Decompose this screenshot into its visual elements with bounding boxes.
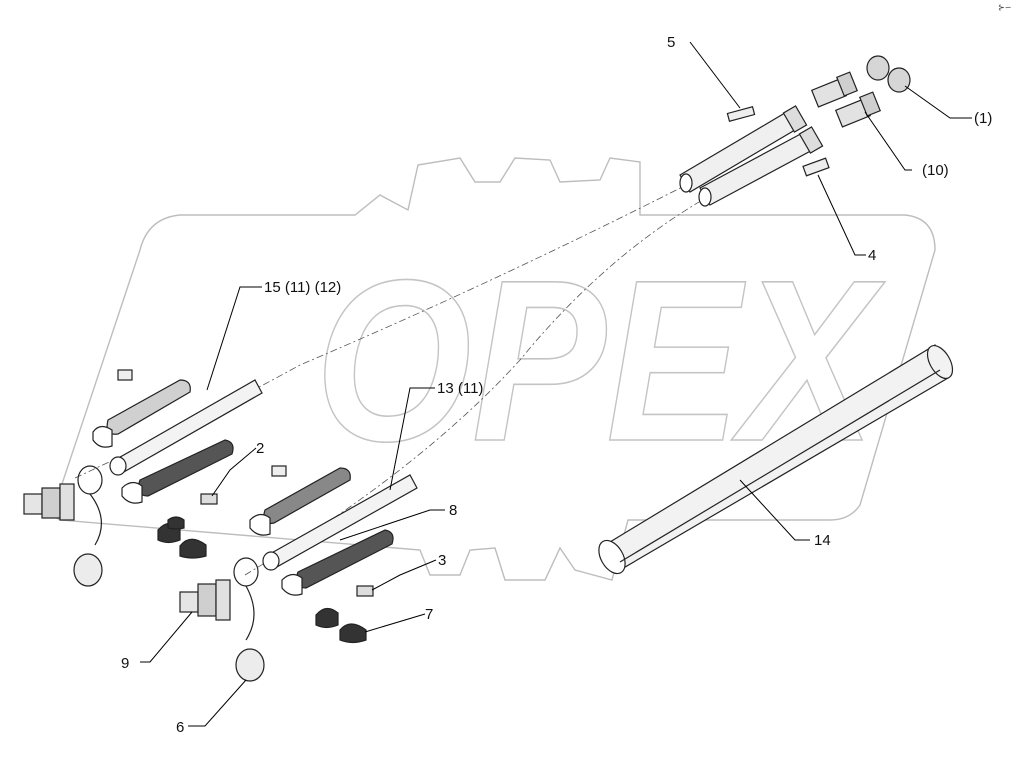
spiral-guard-middle-lower [281, 529, 394, 596]
spiral-guard-upper [92, 369, 191, 448]
callout-4: 4 [868, 247, 876, 264]
callout-8: 8 [449, 502, 457, 519]
callout-14: 14 [814, 532, 831, 549]
callout-7: 7 [425, 606, 433, 623]
hose-a-end [679, 173, 693, 193]
leader-15 [206, 286, 262, 391]
clip-2 [200, 493, 218, 505]
clamp-set-middle [315, 607, 367, 644]
assembly-path-upper [74, 177, 701, 479]
nut-1-b [887, 67, 911, 93]
protective-tube-14 [598, 344, 954, 575]
callout-9: 9 [121, 655, 129, 672]
assembly-paths [74, 177, 721, 576]
spiral-guard-middle-upper [249, 465, 351, 536]
callout-3: 3 [438, 552, 446, 569]
adapter-10-b [834, 91, 882, 128]
corner-mark: ⊱∽ [998, 3, 1011, 12]
leader-8 [339, 509, 445, 541]
callout-2: 2 [256, 440, 264, 457]
nut-1-a [866, 55, 890, 81]
callout-1: (1) [974, 110, 992, 127]
hose-a-ferrule [782, 105, 808, 133]
leader-7 [364, 613, 426, 633]
leader-9 [140, 611, 193, 663]
quick-coupling-left [23, 465, 103, 587]
clip-3 [356, 585, 374, 597]
clamp-set-left [157, 516, 207, 559]
hose-pair-upper [679, 55, 911, 207]
leader-13 [389, 387, 435, 491]
leader-3 [371, 559, 437, 591]
callout-15: 15 (11) (12) [264, 279, 341, 296]
leader-lines [140, 41, 972, 727]
hose-13-end [262, 551, 280, 571]
spiral-guard-lower [121, 439, 234, 504]
hose-b-ferrule [798, 126, 824, 154]
middle-assembly [179, 465, 418, 682]
leader-5 [689, 41, 741, 109]
callout-10: (10) [922, 162, 949, 179]
assembly-path-lower [244, 189, 721, 576]
callout-6: 6 [176, 719, 184, 736]
callout-labels: 5 (1) (10) 4 15 (11) (12) 13 (11) 2 8 14… [121, 34, 992, 736]
callout-13: 13 (11) [437, 380, 483, 397]
left-assembly [23, 369, 263, 587]
leader-10 [864, 111, 912, 171]
hose-b-end [698, 187, 712, 207]
hose-15-end [109, 456, 127, 476]
leader-6 [188, 679, 247, 727]
leader-1 [904, 85, 972, 119]
clip-5 [726, 106, 756, 122]
quick-coupling-middle [179, 557, 265, 682]
callout-5: 5 [667, 34, 675, 51]
watermark-gear-outline [52, 157, 936, 581]
leader-4 [817, 174, 866, 256]
leader-2 [211, 447, 257, 497]
leader-14 [739, 479, 810, 541]
watermark-logo: OPEX [52, 157, 936, 581]
clip-4 [802, 157, 830, 177]
adapter-10-a [810, 71, 859, 108]
